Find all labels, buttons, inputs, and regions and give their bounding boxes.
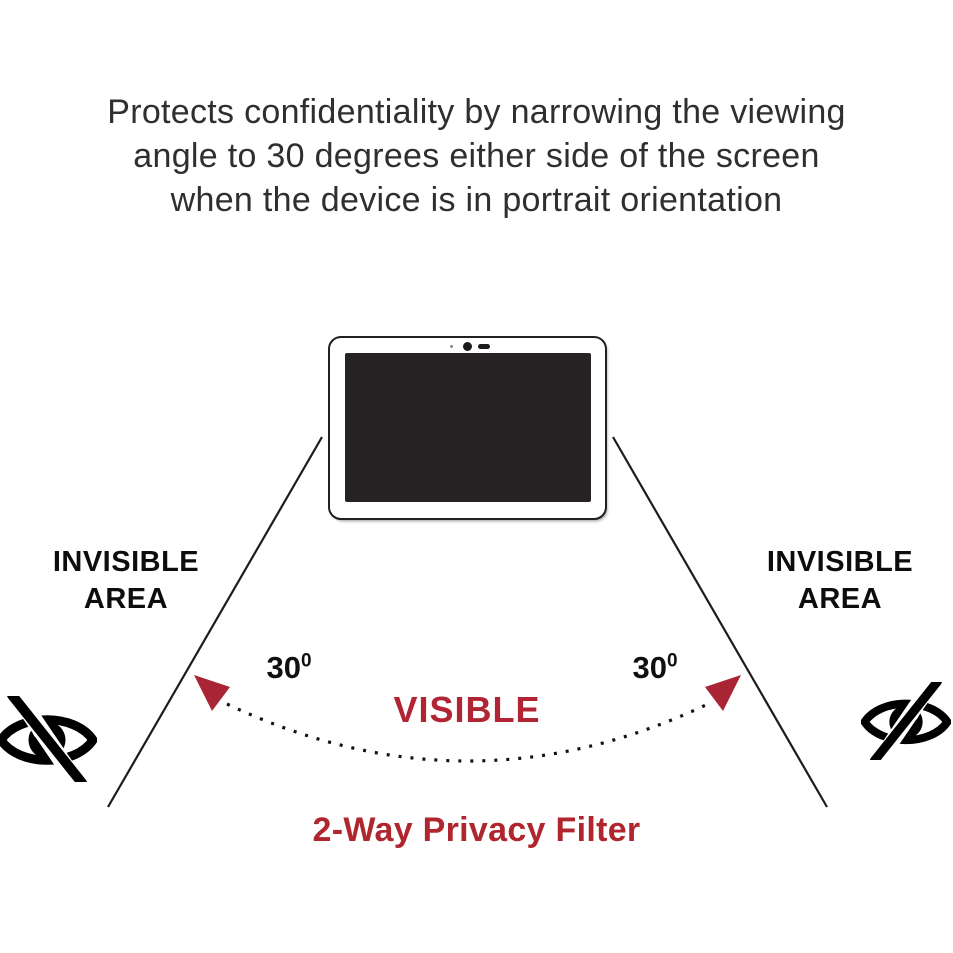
right-viewing-angle-line — [612, 436, 828, 808]
angle-left-value: 30 — [266, 650, 301, 685]
angle-label-right: 300 — [600, 650, 710, 686]
angle-right-value: 30 — [632, 650, 667, 685]
mic-dot-icon — [450, 345, 453, 348]
visible-area-label: VISIBLE — [393, 689, 541, 730]
eye-off-icon — [0, 696, 97, 782]
left-viewing-angle-line — [107, 436, 323, 808]
tablet-screen — [345, 353, 591, 502]
invisible-area-left-line1: INVISIBLE — [52, 546, 200, 578]
invisible-area-label-right: INVISIBLE AREA — [740, 544, 940, 618]
product-caption: 2-Way Privacy Filter — [312, 811, 641, 849]
speaker-slot-icon — [478, 344, 490, 349]
headline-line-1: Protects confidentiality by narrowing th… — [107, 93, 846, 131]
headline: Protects confidentiality by narrowing th… — [0, 90, 953, 222]
invisible-area-right-line2: AREA — [797, 583, 883, 615]
angle-right-superscript: 0 — [666, 650, 678, 672]
invisible-area-label-left: INVISIBLE AREA — [26, 544, 226, 618]
angle-label-left: 300 — [234, 650, 344, 686]
headline-line-2: angle to 30 degrees either side of the s… — [133, 137, 820, 175]
front-camera-icon — [463, 342, 472, 351]
eye-off-icon — [861, 682, 951, 760]
angle-left-superscript: 0 — [300, 650, 312, 672]
invisible-area-left-line2: AREA — [83, 583, 169, 615]
invisible-area-right-line1: INVISIBLE — [766, 546, 914, 578]
tablet-device — [328, 336, 607, 520]
headline-line-3: when the device is in portrait orientati… — [170, 181, 783, 219]
